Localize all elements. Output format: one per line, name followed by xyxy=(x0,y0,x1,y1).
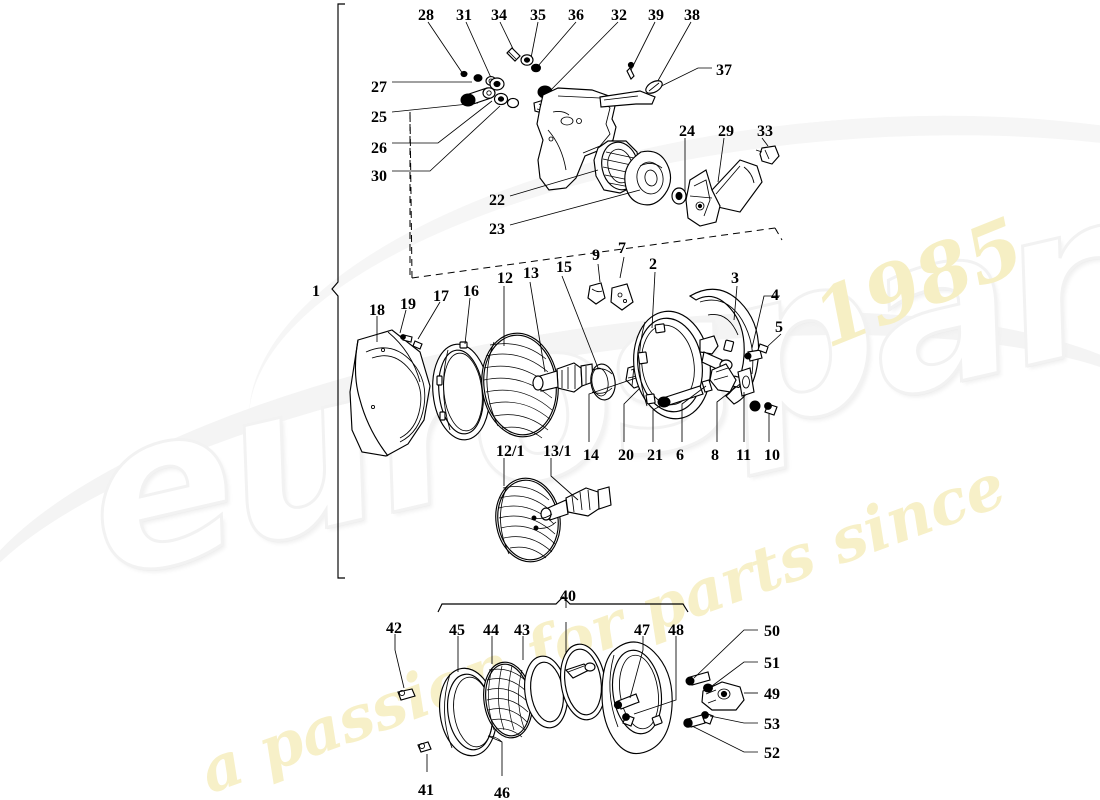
callout-36: 36 xyxy=(568,7,584,24)
callout-42: 42 xyxy=(386,620,402,637)
fog-light-mount-bracket-49 xyxy=(683,629,758,753)
trim-screws-4-5 xyxy=(744,343,769,362)
callout-48: 48 xyxy=(668,622,684,639)
fog-light-assembly-bracket xyxy=(437,596,689,613)
subgroup-dashed-boundary xyxy=(409,111,783,279)
callout-35: 35 xyxy=(530,7,546,24)
callout-13: 13 xyxy=(523,265,539,282)
headlight-housing-bracket xyxy=(536,87,656,191)
fog-light-reflector-46 xyxy=(560,643,606,721)
callout-12-1: 12/1 xyxy=(496,443,525,460)
callout-4: 4 xyxy=(771,287,779,304)
callout-19: 19 xyxy=(400,296,416,313)
callout-2: 2 xyxy=(649,256,657,273)
callout-10: 10 xyxy=(764,447,780,464)
callout-23: 23 xyxy=(489,221,505,238)
main-assembly-bracket xyxy=(331,3,345,579)
callout-26: 26 xyxy=(371,140,387,157)
callout-17: 17 xyxy=(433,288,449,305)
headlight-motor-assembly xyxy=(509,137,780,227)
callout-49: 49 xyxy=(764,686,780,703)
callout-52: 52 xyxy=(764,745,780,762)
callout-24: 24 xyxy=(679,123,695,140)
callout-37: 37 xyxy=(716,62,732,79)
callout-41: 41 xyxy=(418,782,434,799)
callout-1: 1 xyxy=(312,283,320,300)
callout-33: 33 xyxy=(757,123,773,140)
callout-3: 3 xyxy=(731,270,739,287)
headlight-bowl-2 xyxy=(633,310,733,420)
callout-16: 16 xyxy=(463,283,479,300)
callout-21: 21 xyxy=(647,447,663,464)
callout-46: 46 xyxy=(494,785,510,800)
callout-34: 34 xyxy=(491,7,507,24)
callout-44: 44 xyxy=(483,622,499,639)
callout-51: 51 xyxy=(764,655,780,672)
callout-22: 22 xyxy=(489,192,505,209)
retainer-cap-15 xyxy=(590,363,616,401)
callout-25: 25 xyxy=(371,109,387,126)
callout-53: 53 xyxy=(764,716,780,733)
callout-43: 43 xyxy=(514,622,530,639)
lower-sealed-beam-assembly xyxy=(495,458,612,563)
callout-38: 38 xyxy=(684,7,700,24)
callout-13-1: 13/1 xyxy=(543,443,572,460)
callout-47: 47 xyxy=(634,622,650,639)
callout-6: 6 xyxy=(676,447,684,464)
callout-12: 12 xyxy=(497,270,513,287)
bulb-holder-13 xyxy=(532,362,594,393)
leader-lines-fog xyxy=(394,622,677,776)
callout-14: 14 xyxy=(583,447,599,464)
callout-15: 15 xyxy=(556,259,572,276)
callout-9: 9 xyxy=(592,247,600,264)
callout-18: 18 xyxy=(369,302,385,319)
callout-28: 28 xyxy=(418,7,434,24)
callout-32: 32 xyxy=(611,7,627,24)
callout-11: 11 xyxy=(736,447,752,464)
callout-27: 27 xyxy=(371,79,387,96)
callout-50: 50 xyxy=(764,623,780,640)
callout-39: 39 xyxy=(648,7,664,24)
mount-hardware-row xyxy=(588,363,778,442)
callout-8: 8 xyxy=(711,447,719,464)
callout-7: 7 xyxy=(618,240,626,257)
callout-20: 20 xyxy=(618,447,634,464)
fog-light-clips xyxy=(397,688,432,753)
callout-29: 29 xyxy=(718,123,734,140)
callout-30: 30 xyxy=(371,168,387,185)
fog-light-screws xyxy=(613,693,640,727)
headlight-retaining-ring-16 xyxy=(376,297,490,441)
sealed-beam-lens-12 xyxy=(481,332,559,439)
leader-lines-main-row xyxy=(503,256,782,373)
callout-31: 31 xyxy=(456,7,472,24)
callout-40: 40 xyxy=(560,588,576,605)
callout-5: 5 xyxy=(775,319,783,336)
headlight-shroud-18 xyxy=(349,329,431,457)
callout-45: 45 xyxy=(449,622,465,639)
